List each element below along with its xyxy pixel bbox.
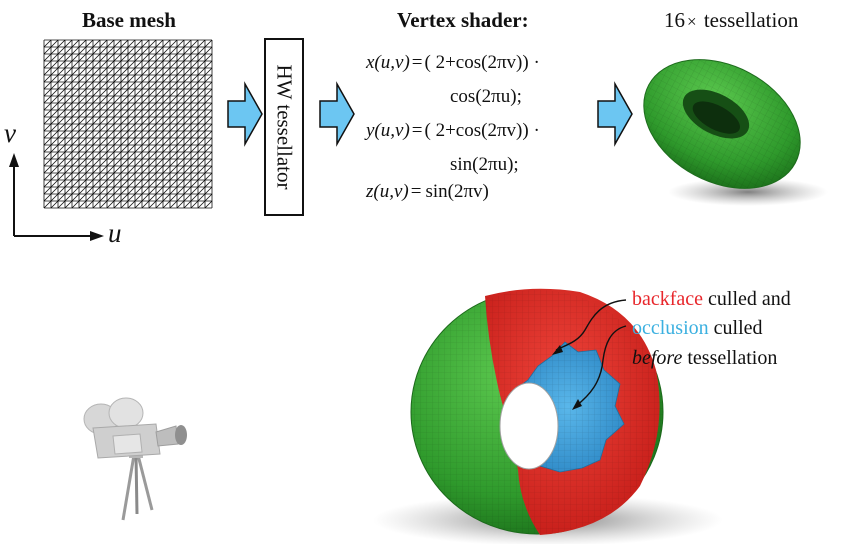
equals-z: = bbox=[410, 181, 422, 202]
tessellated-torus-small bbox=[643, 59, 828, 206]
tessellation-title: 16× tessellation bbox=[664, 8, 798, 33]
axis-label-v: v bbox=[4, 118, 16, 148]
annotation-leaders bbox=[552, 299, 627, 410]
vertex-shader-title: Vertex shader: bbox=[397, 8, 529, 32]
backface-rest: culled and bbox=[708, 288, 791, 310]
arrow-tessellator-to-shader bbox=[319, 81, 355, 147]
y-rhs-1: ( 2+cos(2πv)) · bbox=[424, 120, 540, 141]
annotation-before: before tessellation bbox=[632, 348, 777, 368]
occlusion-word: occlusion bbox=[632, 317, 709, 339]
equation-z: z(u,v)=sin(2πv) bbox=[366, 182, 489, 201]
arrow-shader-to-result bbox=[597, 81, 633, 147]
x-rhs-1: ( 2+cos(2πv)) · bbox=[424, 52, 540, 73]
tessellation-factor: 16 bbox=[664, 8, 685, 32]
annotation-backface: backface culled and bbox=[632, 289, 791, 309]
equation-y-line1: y(u,v)=( 2+cos(2πv)) · bbox=[366, 121, 540, 140]
equation-y-line2: sin(2πu); bbox=[450, 154, 519, 175]
z-lhs: z(u,v) bbox=[366, 181, 409, 202]
y-lhs: y(u,v) bbox=[366, 120, 410, 141]
hw-tessellator-box: HW tessellator bbox=[264, 38, 304, 216]
uv-axes bbox=[9, 153, 104, 241]
times-sign: × bbox=[687, 12, 697, 31]
equation-x-line2: cos(2πu); bbox=[450, 86, 522, 107]
equals-y: = bbox=[411, 120, 423, 141]
z-rhs: sin(2πv) bbox=[425, 181, 489, 202]
tessellation-word: tessellation bbox=[703, 8, 799, 32]
hw-tessellator-label: HW tessellator bbox=[272, 64, 297, 190]
culled-torus-large bbox=[373, 288, 723, 544]
base-mesh-grid bbox=[43, 39, 213, 209]
occlusion-rest: culled bbox=[713, 317, 763, 339]
equation-x-line1: x(u,v)=( 2+cos(2πv)) · bbox=[366, 53, 540, 72]
annotation-occlusion: occlusion culled bbox=[632, 318, 763, 338]
arrow-mesh-to-tessellator bbox=[227, 81, 263, 147]
base-mesh-title: Base mesh bbox=[82, 8, 176, 32]
before-rest: tessellation bbox=[687, 347, 778, 369]
backface-word: backface bbox=[632, 288, 704, 310]
flow-arrows bbox=[227, 81, 633, 147]
axis-label-u: u bbox=[108, 218, 122, 248]
x-lhs: x(u,v) bbox=[366, 52, 410, 73]
equals-x: = bbox=[411, 52, 423, 73]
camera-icon bbox=[83, 397, 187, 521]
mesh-lines bbox=[43, 39, 213, 209]
before-word: before bbox=[632, 347, 683, 369]
